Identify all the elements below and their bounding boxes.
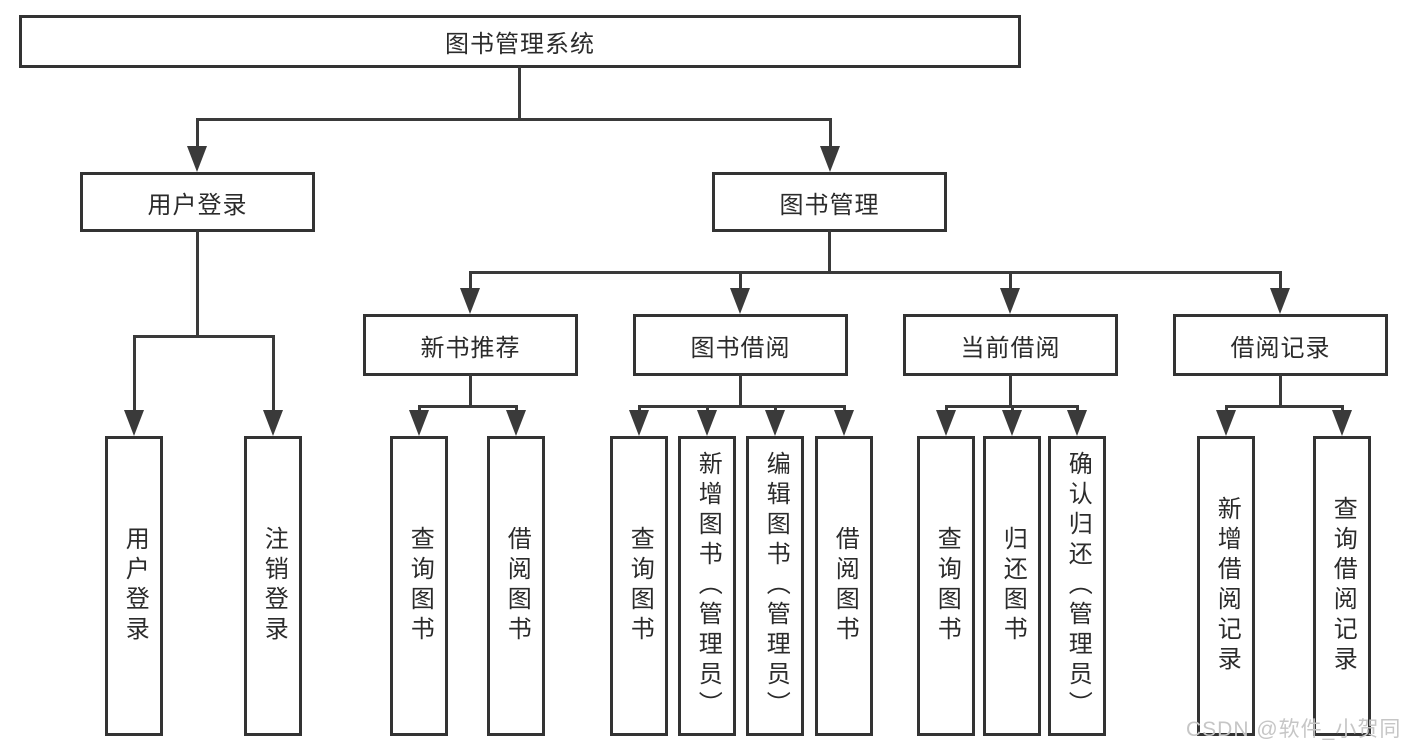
- leaf-borrow-edit-book-admin-label: 编辑图书（管理员）: [762, 451, 790, 721]
- connector-stem-cur-confirm: [1076, 405, 1079, 414]
- arrowhead-borrowing-records: [1270, 288, 1290, 314]
- connector-records-trunk: [1279, 374, 1282, 408]
- arrowhead-bb-edit: [765, 410, 785, 436]
- connector-stem-leaf-user-login: [133, 335, 136, 412]
- node-user-login-branch: 用户登录: [80, 172, 315, 232]
- connector-level2-bus: [196, 118, 832, 121]
- connector-level3-bus: [469, 271, 1282, 274]
- connector-user-login-trunk: [196, 230, 199, 338]
- leaf-current-confirm-return-admin-label: 确认归还（管理员）: [1064, 451, 1092, 721]
- connector-stem-borrowing-records: [1279, 271, 1282, 291]
- leaf-user-login-label: 用户登录: [121, 526, 149, 646]
- csdn-watermark: CSDN @软件_小贺同学: [1186, 718, 1402, 741]
- leaf-records-add-record-label: 新增借阅记录: [1213, 496, 1241, 676]
- leaf-newbooks-query-books-label: 查询图书: [406, 526, 434, 646]
- connector-stem-bb-add: [706, 405, 709, 414]
- connector-user-login-bus: [133, 335, 275, 338]
- arrowhead-user-login: [187, 146, 207, 172]
- connector-stem-bb-query: [638, 405, 641, 414]
- arrowhead-rec-add: [1216, 410, 1236, 436]
- connector-root-trunk: [518, 66, 521, 120]
- connector-stem-rec-add: [1225, 405, 1228, 414]
- leaf-records-query-record: 查询借阅记录: [1313, 436, 1371, 736]
- connector-stem-user-login: [196, 118, 199, 148]
- leaf-newbooks-borrow-books-label: 借阅图书: [503, 526, 531, 646]
- connector-stem-leaf-logout: [272, 335, 275, 412]
- connector-book-management-trunk: [828, 230, 831, 274]
- leaf-borrow-add-book-admin: 新增图书（管理员）: [678, 436, 736, 736]
- connector-current-trunk: [1009, 374, 1012, 408]
- leaf-records-query-record-label: 查询借阅记录: [1329, 496, 1357, 676]
- arrowhead-book-borrowing: [730, 288, 750, 314]
- node-book-borrowing: 图书借阅: [633, 314, 848, 376]
- arrowhead-cur-query: [936, 410, 956, 436]
- leaf-current-return-books: 归还图书: [983, 436, 1041, 736]
- arrowhead-new-book-recommendation: [460, 288, 480, 314]
- leaf-borrow-add-book-admin-label: 新增图书（管理员）: [694, 451, 722, 721]
- arrowhead-newbooks-borrow: [506, 410, 526, 436]
- leaf-borrow-query-books: 查询图书: [610, 436, 668, 736]
- leaf-newbooks-borrow-books: 借阅图书: [487, 436, 545, 736]
- arrowhead-bb-borrow: [834, 410, 854, 436]
- arrowhead-current-borrowing: [1000, 288, 1020, 314]
- node-borrowing-records: 借阅记录: [1173, 314, 1388, 376]
- arrowhead-newbooks-query: [409, 410, 429, 436]
- connector-stem-current-borrowing: [1009, 271, 1012, 291]
- arrowhead-cur-confirm: [1067, 410, 1087, 436]
- leaf-borrow-query-books-label: 查询图书: [626, 526, 654, 646]
- leaf-current-query-books: 查询图书: [917, 436, 975, 736]
- arrowhead-bb-add: [697, 410, 717, 436]
- connector-new-books-bus: [418, 405, 518, 408]
- leaf-newbooks-query-books: 查询图书: [390, 436, 448, 736]
- leaf-logout-label: 注销登录: [260, 526, 288, 646]
- connector-stem-cur-query: [945, 405, 948, 414]
- leaf-logout: 注销登录: [244, 436, 302, 736]
- connector-stem-bb-borrow: [843, 405, 846, 414]
- connector-stem-cur-return: [1011, 405, 1014, 414]
- connector-stem-book-borrowing: [739, 271, 742, 291]
- arrowhead-rec-query: [1332, 410, 1352, 436]
- connector-records-bus: [1225, 405, 1344, 408]
- connector-stem-newbooks-query: [418, 405, 421, 414]
- connector-stem-bb-edit: [774, 405, 777, 414]
- node-current-borrowing: 当前借阅: [903, 314, 1118, 376]
- leaf-current-confirm-return-admin: 确认归还（管理员）: [1048, 436, 1106, 736]
- connector-stem-rec-query: [1341, 405, 1344, 414]
- connector-stem-newbooks-borrow: [515, 405, 518, 414]
- node-book-management-branch: 图书管理: [712, 172, 947, 232]
- node-library-management-system: 图书管理系统: [19, 15, 1021, 68]
- connector-book-borrow-bus: [638, 405, 846, 408]
- leaf-current-query-books-label: 查询图书: [933, 526, 961, 646]
- arrowhead-leaf-logout: [263, 410, 283, 436]
- leaf-current-return-books-label: 归还图书: [999, 526, 1027, 646]
- leaf-records-add-record: 新增借阅记录: [1197, 436, 1255, 736]
- leaf-borrow-borrow-books-label: 借阅图书: [831, 526, 859, 646]
- leaf-borrow-borrow-books: 借阅图书: [815, 436, 873, 736]
- leaf-user-login: 用户登录: [105, 436, 163, 736]
- connector-book-borrow-trunk: [739, 374, 742, 408]
- arrowhead-bb-query: [629, 410, 649, 436]
- connector-new-books-trunk: [469, 374, 472, 408]
- node-new-book-recommendation: 新书推荐: [363, 314, 578, 376]
- arrowhead-book-management: [820, 146, 840, 172]
- leaf-borrow-edit-book-admin: 编辑图书（管理员）: [746, 436, 804, 736]
- connector-stem-book-management: [829, 118, 832, 148]
- connector-stem-new-book-recommendation: [469, 271, 472, 291]
- arrowhead-cur-return: [1002, 410, 1022, 436]
- arrowhead-leaf-user-login: [124, 410, 144, 436]
